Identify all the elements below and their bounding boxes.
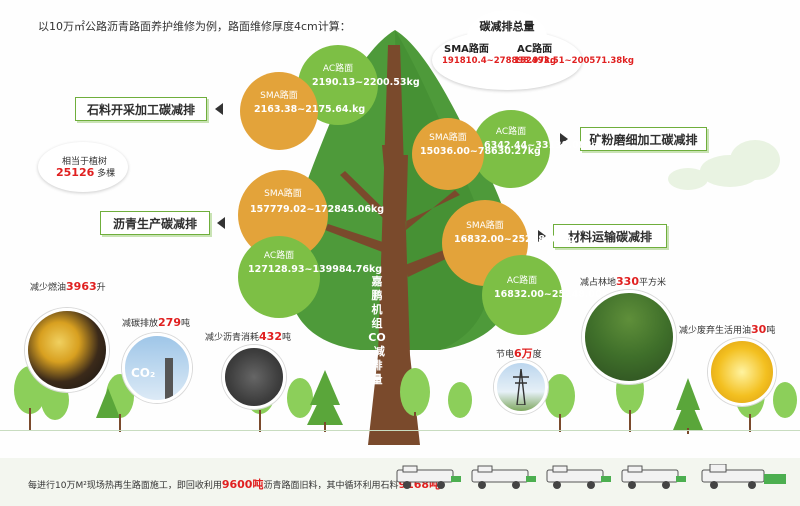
banner-transport: 材料运输碳减排 bbox=[553, 224, 667, 248]
stat-carbon: 减碳排放279吨 bbox=[122, 316, 190, 329]
tree-equivalent-cloud bbox=[38, 142, 128, 192]
arrow-icon bbox=[538, 230, 546, 242]
stat-asphalt: 减少沥青消耗432吨 bbox=[205, 330, 291, 343]
chimney-icon bbox=[165, 358, 173, 400]
total-ac-label: AC路面 bbox=[517, 44, 553, 55]
cloud bbox=[730, 140, 780, 180]
paving-machine-icon bbox=[621, 465, 686, 489]
stat-oil: 减少废弃生活用油30吨 bbox=[679, 323, 776, 336]
arrow-icon bbox=[217, 217, 225, 229]
cloud bbox=[668, 168, 708, 190]
tree-equivalent-unit: 多棵 bbox=[97, 169, 116, 179]
bubble-transport-ac: AC路面 16832.00~25248.00kg bbox=[482, 255, 615, 335]
cooking-oil-image bbox=[708, 338, 776, 406]
asphalt-gravel-image bbox=[222, 345, 286, 409]
tree-equivalent-text: 25126 多棵 bbox=[56, 166, 115, 179]
arrow-icon bbox=[560, 133, 568, 145]
banner-asphalt: 沥青生产碳减排 bbox=[100, 211, 210, 235]
bubble-mineral-sma: SMA路面 15036.00~78630.27kg bbox=[412, 118, 541, 190]
paving-machine-icon bbox=[546, 465, 611, 489]
stat-power: 节电6万度 bbox=[496, 347, 542, 360]
intro-text: 以10万㎡公路沥青路面养护维修为例，路面维修厚度4cm计算： bbox=[38, 20, 351, 33]
power-tower-icon bbox=[513, 369, 529, 405]
bubble-stone-sma: SMA路面 2163.38~2175.64.kg bbox=[240, 72, 365, 150]
power-tower-image bbox=[494, 360, 548, 414]
arrow-icon bbox=[215, 103, 223, 115]
banner-mineral: 矿粉磨细加工碳减排 bbox=[580, 127, 707, 151]
total-title: 碳减排总量 bbox=[479, 20, 535, 33]
paving-machine-icon bbox=[701, 464, 786, 489]
paving-machine-icon bbox=[471, 465, 536, 489]
stat-fuel: 减少燃油3963升 bbox=[30, 280, 106, 293]
total-sma-value: 191810.4~278898.97kg bbox=[442, 56, 557, 66]
co2-chimney-image: CO₂ bbox=[122, 333, 192, 403]
footer-text: 每进行10万M²现场热再生路面施工，即回收利用9600吨沥青路面旧料，其中循环利… bbox=[28, 478, 449, 491]
total-ac-value: 152493.51~200571.38kg bbox=[514, 56, 634, 66]
tree-equivalent-prefix: 相当于植树 bbox=[62, 157, 108, 167]
banner-stone: 石料开采加工碳减排 bbox=[75, 97, 207, 121]
tree-label: 嘉鹏机组CO₂减排量 bbox=[368, 275, 386, 386]
bubble-asphalt-ac: AC路面 127128.93~139984.76kg bbox=[238, 236, 382, 318]
forest-image bbox=[582, 290, 676, 384]
stat-land: 减占林地330平方米 bbox=[580, 275, 666, 288]
background-trees bbox=[14, 362, 797, 434]
bubble-mineral-ac: AC路面 6342.44~33138.08kg bbox=[472, 110, 598, 188]
total-reduction-box: 碳减排总量 SMA路面 AC路面 191810.4~278898.97kg 15… bbox=[432, 10, 634, 90]
total-sma-label: SMA路面 bbox=[444, 44, 489, 55]
tree-equivalent-value: 25126 bbox=[56, 166, 95, 179]
ground-line bbox=[0, 430, 800, 431]
fuel-nozzle-image bbox=[25, 308, 109, 392]
co2-text: CO₂ bbox=[131, 366, 156, 380]
paving-machine-icon bbox=[396, 465, 461, 489]
